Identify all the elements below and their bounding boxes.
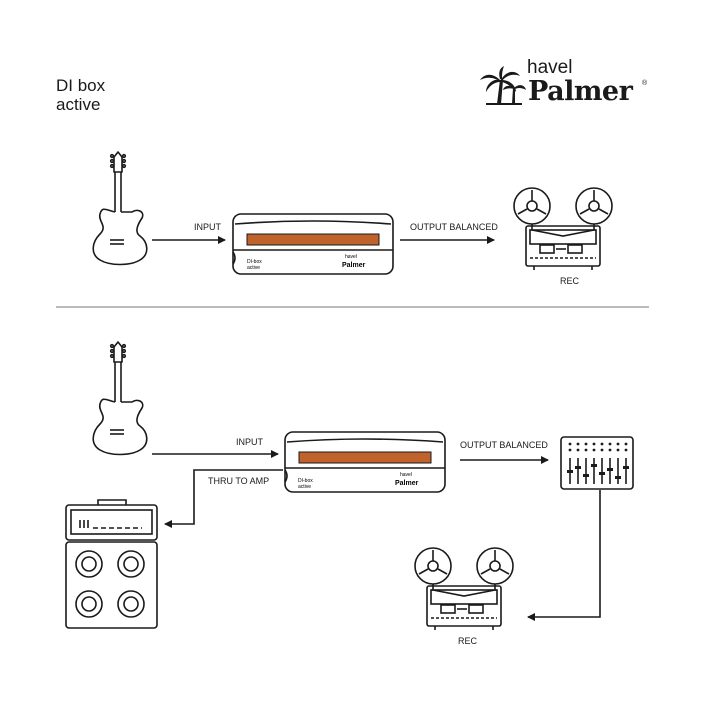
mixer-to-rec-arrow xyxy=(527,490,601,621)
top-rec-label: REC xyxy=(560,276,580,286)
thru-to-amp-arrow xyxy=(164,469,283,528)
page-title: DI box active xyxy=(56,76,105,114)
top-device-brand: Palmer xyxy=(342,262,366,269)
bottom-rec-label: REC xyxy=(458,636,478,646)
bottom-thru-label: THRU TO AMP xyxy=(208,476,270,486)
top-device-text-1: DI-box xyxy=(247,259,262,265)
top-reel-recorder-icon xyxy=(513,187,613,271)
brand-name: Palmer xyxy=(528,76,633,107)
bottom-reel-recorder-icon xyxy=(414,547,514,631)
top-output-label: OUTPUT BALANCED xyxy=(410,222,498,232)
bottom-device-brand: Palmer xyxy=(395,480,419,487)
top-guitar-icon xyxy=(92,151,148,266)
bottom-device-text-1: DI-box xyxy=(298,478,313,484)
title-line-1: DI box xyxy=(56,76,106,95)
top-input-label: INPUT xyxy=(194,222,221,232)
top-di-box-icon: DI-box active havel Palmer xyxy=(232,213,394,275)
bottom-di-box-icon: DI-box active havel Palmer xyxy=(284,431,446,493)
amp-cabinet-icon xyxy=(65,499,158,629)
palm-tree-icon xyxy=(480,66,526,105)
bottom-device-text-2: active xyxy=(298,484,311,490)
top-device-brand-top: havel xyxy=(345,254,357,260)
top-device-text-2: active xyxy=(247,265,260,271)
mixer-icon xyxy=(560,436,634,490)
brand-registered-mark: ® xyxy=(642,80,648,87)
bottom-output-label: OUTPUT BALANCED xyxy=(460,440,548,450)
bottom-input-label: INPUT xyxy=(236,437,263,447)
brand-top-text: havel xyxy=(527,57,573,78)
bottom-device-brand-top: havel xyxy=(400,472,412,478)
bottom-guitar-icon xyxy=(92,341,148,456)
title-line-2: active xyxy=(56,95,101,114)
